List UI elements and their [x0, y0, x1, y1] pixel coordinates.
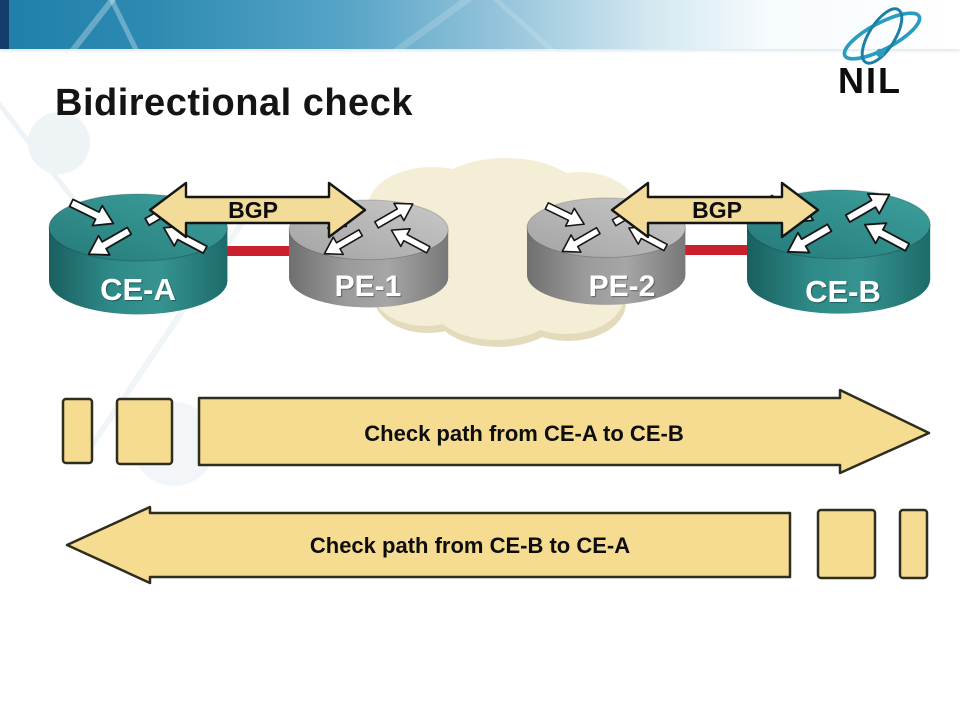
- top-banner: [0, 0, 960, 65]
- router-label-pe-2: PE-2: [589, 270, 656, 303]
- banner-navy-strip: [0, 0, 9, 49]
- router-label-pe-1: PE-1: [335, 270, 402, 303]
- banner-decoration: [106, 0, 143, 60]
- nil-logo: NIL: [826, 4, 938, 102]
- router-label-ce-b: CE-B: [805, 274, 881, 309]
- link-pe-2-ce-b: [670, 245, 760, 255]
- check-path-flows: Check path from CE-A to CE-B Check path …: [61, 388, 931, 585]
- banner-decoration: [386, 0, 481, 60]
- link-ce-a-pe-1: [213, 246, 313, 256]
- bgp-session-arrow-right: BGP: [610, 181, 820, 239]
- progress-step: [115, 397, 174, 466]
- bgp-session-arrow-left: BGP: [148, 181, 367, 239]
- progress-step: [816, 508, 877, 580]
- progress-step: [61, 397, 94, 465]
- bgp-label-right: BGP: [692, 197, 742, 223]
- watermark-circle: [28, 112, 90, 174]
- check-path-forward-label: Check path from CE-A to CE-B: [364, 421, 683, 446]
- page-title: Bidirectional check: [55, 82, 413, 124]
- check-path-arrow-backward: [65, 505, 792, 585]
- network-diagram: CE-A PE-1 PE-2 CE-B BGP BGP: [48, 158, 931, 347]
- check-path-backward-label: Check path from CE-B to CE-A: [310, 533, 630, 558]
- bgp-label-left: BGP: [228, 197, 278, 223]
- banner-decoration: [65, 0, 117, 59]
- check-path-arrow-forward: [197, 388, 931, 475]
- logo-text: NIL: [838, 60, 902, 101]
- router-label-ce-a: CE-A: [100, 272, 176, 307]
- progress-step: [898, 508, 929, 580]
- nil-logo-icon: [842, 7, 922, 65]
- banner-decoration: [487, 0, 568, 65]
